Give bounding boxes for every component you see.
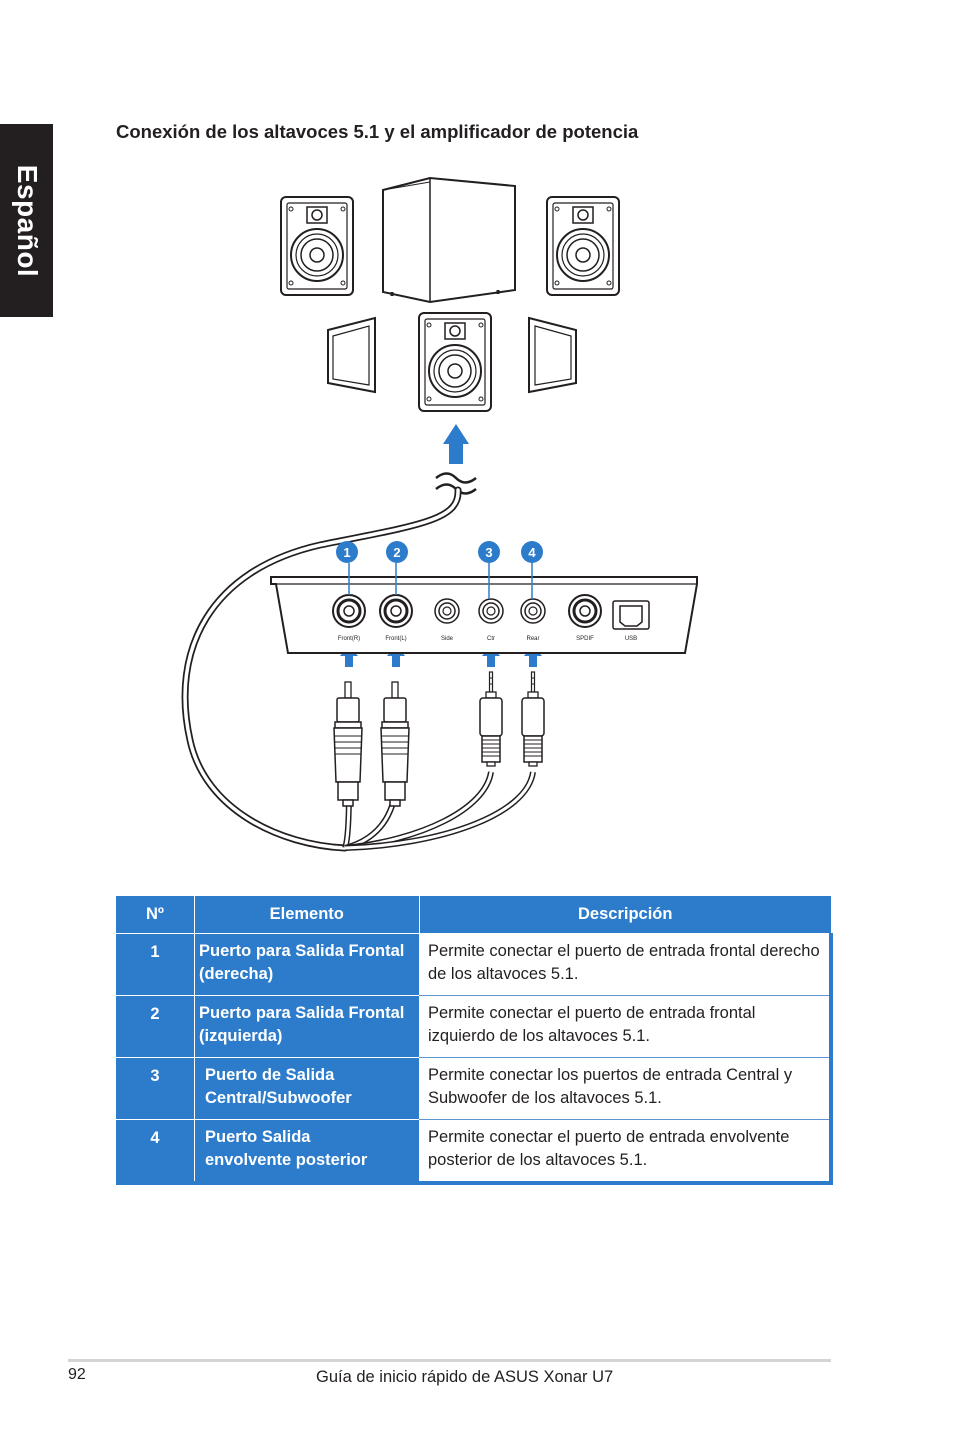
header-element: Elemento bbox=[194, 896, 419, 934]
port-label-spdif: SPDIF bbox=[576, 636, 594, 642]
row-element: Puerto para Salida Frontal (izquierda) bbox=[194, 995, 419, 1058]
port-spdif bbox=[568, 594, 602, 628]
table-row: 4 Puerto Salida envolvente posterior Per… bbox=[116, 1119, 833, 1185]
front-right-speaker bbox=[546, 196, 620, 296]
row-number: 4 bbox=[116, 1119, 195, 1185]
callout-2: 2 bbox=[386, 541, 408, 595]
table-row: 3 Puerto de Salida Central/Subwoofer Per… bbox=[116, 1057, 833, 1120]
port-label-usb: USB bbox=[625, 636, 637, 642]
row-element: Puerto para Salida Frontal (derecha) bbox=[194, 933, 419, 996]
subwoofer bbox=[382, 176, 516, 304]
signal-arrow bbox=[443, 424, 469, 464]
speaker-connection-diagram: Front(R) Front(L) Side Ctr Rear SPDIF US… bbox=[181, 176, 698, 852]
callout-4: 4 bbox=[521, 541, 543, 599]
rear-left-speaker bbox=[327, 316, 376, 394]
rear-mini-plug bbox=[521, 671, 545, 767]
port-label-front-r: Front(R) bbox=[338, 636, 360, 642]
port-front-l bbox=[379, 594, 413, 628]
port-side bbox=[434, 598, 460, 624]
center-sub-mini-plug bbox=[479, 671, 503, 767]
section-heading: Conexión de los altavoces 5.1 y el ampli… bbox=[116, 121, 639, 142]
port-description-table: Nº Elemento Descripción 1 Puerto para Sa… bbox=[116, 896, 833, 1185]
footer-title: Guía de inicio rápido de ASUS Xonar U7 bbox=[316, 1368, 614, 1386]
center-speaker bbox=[418, 312, 492, 412]
port-label-front-l: Front(L) bbox=[385, 636, 406, 642]
language-tab: Español bbox=[0, 124, 53, 317]
port-label-side: Side bbox=[441, 636, 454, 642]
front-left-speaker bbox=[280, 196, 354, 296]
table-row: 2 Puerto para Salida Frontal (izquierda)… bbox=[116, 995, 833, 1058]
row-description: Permite conectar el puerto de entrada fr… bbox=[419, 995, 833, 1058]
language-tab-label: Español bbox=[11, 164, 43, 277]
footer-divider bbox=[68, 1359, 831, 1362]
rear-right-speaker bbox=[528, 316, 577, 394]
svg-text:1: 1 bbox=[343, 545, 350, 560]
front-right-rca-plug bbox=[333, 681, 363, 807]
port-front-r bbox=[332, 594, 366, 628]
page-number: 92 bbox=[68, 1366, 86, 1383]
table-row: 1 Puerto para Salida Frontal (derecha) P… bbox=[116, 933, 833, 996]
callout-1: 1 bbox=[336, 541, 358, 595]
row-number: 1 bbox=[116, 933, 195, 996]
svg-text:3: 3 bbox=[485, 545, 492, 560]
row-element: Puerto de Salida Central/Subwoofer bbox=[194, 1057, 419, 1120]
row-description: Permite conectar el puerto de entrada fr… bbox=[419, 933, 833, 996]
row-number: 3 bbox=[116, 1057, 195, 1120]
callout-3: 3 bbox=[478, 541, 500, 599]
row-element: Puerto Salida envolvente posterior bbox=[194, 1119, 419, 1185]
svg-text:2: 2 bbox=[393, 545, 400, 560]
front-left-rca-plug bbox=[380, 681, 410, 807]
port-label-ctr: Ctr bbox=[487, 636, 495, 642]
break-symbol bbox=[435, 472, 477, 484]
port-usb bbox=[612, 600, 650, 630]
row-description: Permite conectar el puerto de entrada en… bbox=[419, 1119, 833, 1185]
port-ctr bbox=[478, 598, 504, 624]
port-label-rear: Rear bbox=[526, 636, 539, 642]
header-number: Nº bbox=[116, 896, 195, 934]
port-rear bbox=[520, 598, 546, 624]
row-description: Permite conectar los puertos de entrada … bbox=[419, 1057, 833, 1120]
row-number: 2 bbox=[116, 995, 195, 1058]
header-description: Descripción bbox=[418, 896, 831, 934]
svg-text:4: 4 bbox=[528, 545, 536, 560]
table-header-row: Nº Elemento Descripción bbox=[116, 896, 831, 934]
